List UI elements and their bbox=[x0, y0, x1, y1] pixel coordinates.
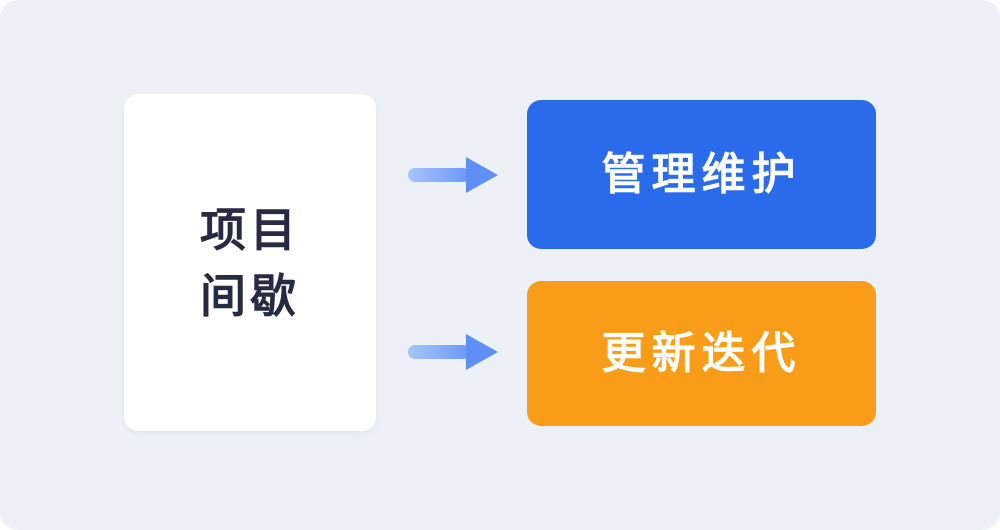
arrow-right-icon bbox=[408, 332, 498, 372]
target-node-iteration-label: 更新迭代 bbox=[601, 328, 802, 378]
source-node-label-line-2: 间歇 bbox=[200, 269, 300, 322]
arrow-shaft bbox=[408, 345, 470, 359]
arrow-head bbox=[466, 157, 498, 193]
arrow-head bbox=[466, 334, 498, 370]
target-node-maintenance-label: 管理维护 bbox=[601, 149, 802, 199]
source-node-label-line-1: 项目 bbox=[200, 203, 300, 256]
target-node-iteration: 更新迭代 bbox=[527, 281, 876, 426]
source-node: 项目 间歇 bbox=[124, 94, 376, 431]
target-node-maintenance: 管理维护 bbox=[527, 100, 876, 249]
arrow-right-icon bbox=[408, 155, 498, 195]
arrow-shaft bbox=[408, 168, 470, 182]
